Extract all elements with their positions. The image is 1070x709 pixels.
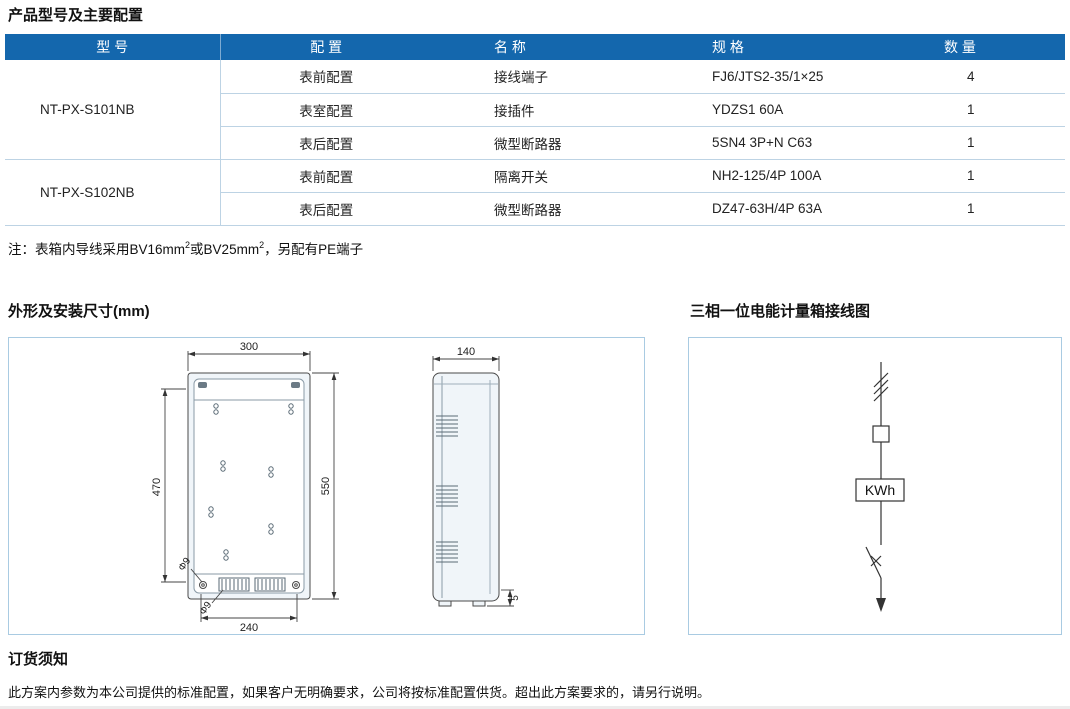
section-title-product-config: 产品型号及主要配置 <box>8 7 144 24</box>
footnote-sup: 2 <box>185 239 191 250</box>
corner-holes <box>199 581 300 589</box>
wiring-diagram: KWh <box>855 362 905 612</box>
model-cell: NT-PX-S101NB <box>5 60 221 160</box>
model-cell: NT-PX-S102NB <box>5 159 221 226</box>
qty-cell: 1 <box>894 159 1065 193</box>
table-row: NT-PX-S102NB 表前配置 隔离开关 NH2-125/4P 100A 1 <box>5 159 1065 226</box>
kwh-meter-label: KWh <box>865 482 895 498</box>
terminal-blocks <box>218 577 286 592</box>
config-cell: 表前配置 <box>220 60 432 94</box>
spec-cell: FJ6/JTS2-35/1×25 <box>654 60 894 94</box>
front-view <box>187 372 311 600</box>
config-cell: 表室配置 <box>220 93 432 127</box>
dim-label-front-bottom-width: 240 <box>240 622 258 634</box>
name-cell: 隔离开关 <box>432 159 654 193</box>
ordering-notes-text: 此方案内参数为本公司提供的标准配置，如果客户无明确要求，公司将按标准配置供货。超… <box>8 685 711 700</box>
front-dimensions <box>161 351 339 622</box>
qty-cell: 1 <box>894 93 1065 127</box>
table-row: 表后配置 微型断路器 5SN4 3P+N C63 1 <box>5 126 1065 160</box>
footnote-text: 注：表箱内导线采用BV16mm <box>8 242 186 257</box>
footnote-text: ，另配有PE端子 <box>264 242 364 257</box>
qty-cell: 1 <box>894 126 1065 160</box>
side-dimensions <box>432 356 514 607</box>
outline-drawing: 300 470 550 240 Φ9 Φ9 <box>151 341 521 634</box>
page-bottom-edge <box>0 706 1070 709</box>
product-config-table: 型 号 配 置 名 称 规 格 数 量 NT-PX-S101NB 表前配置 接线… <box>5 34 1065 226</box>
col-header-model: 型 号 <box>5 34 221 60</box>
spec-cell: DZ47-63H/4P 63A <box>654 192 894 226</box>
dim-label-front-height-left: 470 <box>151 478 163 496</box>
footnote-text: 或BV25mm <box>190 242 260 257</box>
table-footnote: 注：表箱内导线采用BV16mm2或BV25mm2，另配有PE端子 <box>8 238 363 258</box>
screw-slot <box>291 382 300 388</box>
side-view <box>432 372 500 607</box>
name-cell: 接插件 <box>432 93 654 127</box>
breaker-symbol <box>865 546 882 579</box>
col-header-spec: 规 格 <box>712 39 744 55</box>
dim-label-front-height-right: 550 <box>320 477 332 495</box>
config-cell: 表前配置 <box>220 159 432 193</box>
col-header-config: 配 置 <box>310 39 343 55</box>
col-header-name: 名 称 <box>494 39 526 55</box>
table-row: 表后配置 微型断路器 DZ47-63H/4P 63A 1 <box>5 192 1065 226</box>
dim-label-side-offset: 5 <box>510 595 521 601</box>
foot-tab <box>472 600 486 607</box>
dim-label-front-width: 300 <box>240 341 258 353</box>
name-cell: 微型断路器 <box>432 126 654 160</box>
outline-drawing-panel: 300 470 550 240 Φ9 Φ9 <box>8 337 645 635</box>
spec-cell: 5SN4 3P+N C63 <box>654 126 894 160</box>
outgoing-arrow-icon <box>876 598 886 612</box>
section-title-dimensions: 外形及安装尺寸(mm) <box>8 303 150 320</box>
table-row: NT-PX-S101NB 表前配置 接线端子 FJ6/JTS2-35/1×25 … <box>5 60 1065 160</box>
footnote-sup: 2 <box>259 239 265 250</box>
table-header-row: 型 号 配 置 名 称 规 格 数 量 <box>5 34 1065 60</box>
qty-cell: 4 <box>894 60 1065 94</box>
qty-cell: 1 <box>894 192 1065 226</box>
section-title-ordering: 订货须知 <box>8 651 69 668</box>
vent-louvers <box>436 415 458 563</box>
mounting-holes <box>208 403 294 561</box>
foot-tab <box>438 600 452 607</box>
kwh-meter-symbol <box>855 478 905 502</box>
phase-marks-icon <box>873 372 889 402</box>
name-cell: 接线端子 <box>432 60 654 94</box>
col-header-qty: 数 量 <box>944 39 976 55</box>
dim-label-hole-bottom: Φ9 <box>198 600 215 618</box>
table-row: 表室配置 接插件 YDZS1 60A 1 <box>5 93 1065 127</box>
spec-cell: NH2-125/4P 100A <box>654 159 894 193</box>
fuse-box-symbol <box>872 425 890 443</box>
dim-label-side-width: 140 <box>457 346 475 358</box>
name-cell: 微型断路器 <box>432 192 654 226</box>
config-cell: 表后配置 <box>220 126 432 160</box>
wiring-diagram-panel: KWh <box>688 337 1062 635</box>
section-title-wiring: 三相一位电能计量箱接线图 <box>690 303 871 320</box>
screw-slot <box>198 382 207 388</box>
config-cell: 表后配置 <box>220 192 432 226</box>
spec-cell: YDZS1 60A <box>654 93 894 127</box>
